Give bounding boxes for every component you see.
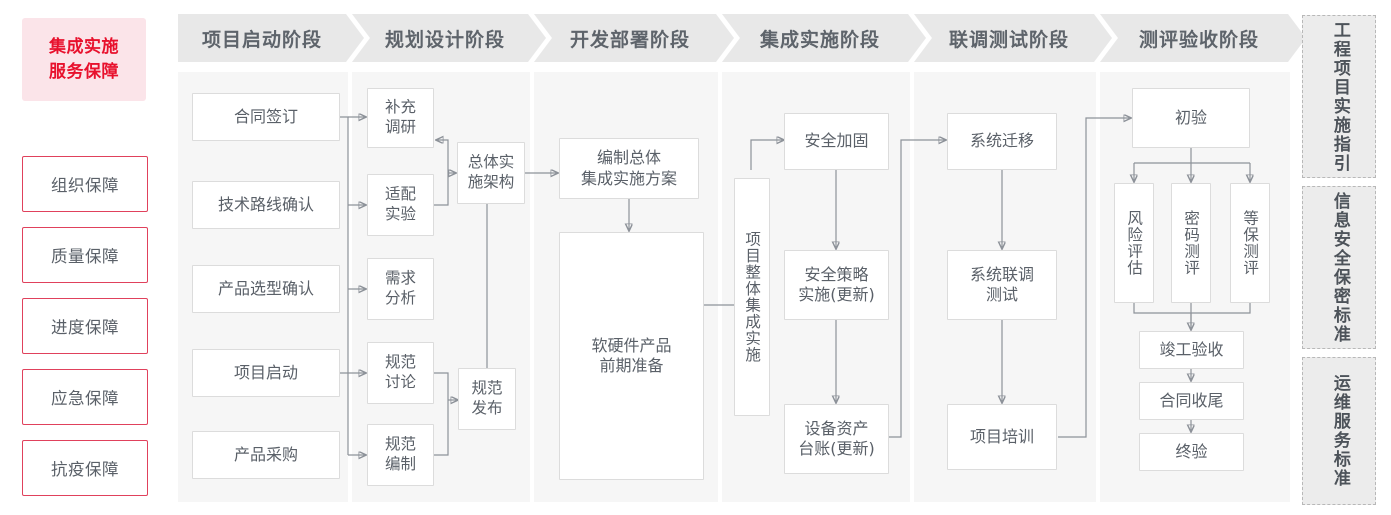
node-label: 终验 [1175,441,1208,461]
node-standard-release[interactable]: 规范 发布 [458,368,516,430]
node-label-line1: 补充 [384,98,416,117]
sidebar-item-label: 抗疫保障 [51,460,119,479]
sidebar-item-epidemic[interactable]: 抗疫保障 [22,440,148,496]
node-label-line2: 实验 [384,205,416,223]
node-product-selection-confirm[interactable]: 产品选型确认 [192,265,340,313]
node-label-line1: 规范 [471,379,503,398]
standard-information-security-confidentiality[interactable]: 信息安全保密标准 [1302,186,1376,349]
node-label-line1: 总体实 [467,153,515,172]
node-security-policy-implementation[interactable]: 安全策略 实施(更新) [784,250,889,320]
sidebar-item-organization[interactable]: 组织保障 [22,156,148,212]
node-system-migration[interactable]: 系统迁移 [947,113,1057,170]
node-label: 等保测评 [1241,210,1260,276]
standard-label: 运维服务标准 [1329,374,1350,488]
phase-header-1[interactable]: 项目启动阶段 [178,14,364,62]
node-label-line2: 前期准备 [599,356,664,375]
node-label: 产品选型确认 [217,278,314,298]
phase-header-5[interactable]: 联调测试阶段 [914,14,1112,62]
node-label: 系统迁移 [969,131,1034,151]
node-label-line1: 系统联调 [969,264,1034,284]
node-label-line2: 集成实施方案 [580,168,677,188]
standard-engineering-project-implementation-guide[interactable]: 工程项目实施指引 [1302,15,1376,178]
node-system-joint-debugging-test[interactable]: 系统联调 测试 [947,250,1057,320]
node-overall-project-integration[interactable]: 项目整体集成实施 [734,178,770,416]
node-label-line1: 编制总体 [596,148,661,168]
node-completion-acceptance[interactable]: 竣工验收 [1139,331,1244,369]
node-label-line2: 发布 [471,399,503,417]
sidebar-title-line1: 集成实施 [49,36,119,57]
phase-label: 项目启动阶段 [201,28,322,51]
phase-header-4[interactable]: 集成实施阶段 [722,14,926,62]
node-label: 风险评估 [1125,210,1144,276]
sidebar-item-label: 组织保障 [51,176,119,195]
node-label-line1: 需求 [384,269,416,288]
phase-label: 集成实施阶段 [759,28,880,51]
phase-header-6[interactable]: 测评验收阶段 [1100,14,1306,62]
node-supplementary-research[interactable]: 补充 调研 [367,88,434,148]
node-preliminary-acceptance[interactable]: 初验 [1132,88,1250,148]
node-classified-protection-evaluation[interactable]: 等保测评 [1230,183,1270,303]
node-label: 项目启动 [233,362,298,382]
node-equipment-asset-ledger[interactable]: 设备资产 台账(更新) [784,404,889,474]
node-product-procurement[interactable]: 产品采购 [192,431,340,479]
sidebar-item-label: 应急保障 [51,389,119,408]
node-label: 合同签订 [233,106,298,126]
sidebar-item-emergency[interactable]: 应急保障 [22,369,148,425]
node-tech-route-confirm[interactable]: 技术路线确认 [192,181,340,229]
node-label-line1: 软硬件产品 [591,335,672,355]
sidebar-item-schedule[interactable]: 进度保障 [22,298,148,354]
node-label-line1: 规范 [384,435,416,454]
node-project-kickoff[interactable]: 项目启动 [192,349,340,397]
node-label-line2: 分析 [384,289,416,307]
node-label-line2: 调研 [384,118,416,136]
sidebar-item-label: 质量保障 [51,247,119,266]
standard-label: 信息安全保密标准 [1329,191,1350,344]
node-requirements-analysis[interactable]: 需求 分析 [367,258,434,320]
node-label: 产品采购 [233,444,298,464]
node-label: 技术路线确认 [217,194,314,214]
node-contract-signing[interactable]: 合同签订 [192,93,340,141]
node-label-line1: 设备资产 [804,418,869,438]
node-risk-assessment[interactable]: 风险评估 [1114,183,1154,303]
node-standard-discussion[interactable]: 规范 讨论 [367,342,434,404]
node-label-line2: 测试 [985,285,1018,304]
phase-label: 联调测试阶段 [948,28,1069,51]
phase-header-2[interactable]: 规划设计阶段 [352,14,546,62]
node-adaptation-experiment[interactable]: 适配 实验 [367,174,434,236]
node-label-line2: 编制 [384,455,416,473]
node-label: 项目整体集成实施 [743,231,762,363]
node-label: 安全加固 [804,131,869,151]
standard-operations-service[interactable]: 运维服务标准 [1302,357,1376,505]
node-standard-drafting[interactable]: 规范 编制 [367,424,434,486]
node-label-line1: 规范 [384,353,416,372]
node-label-line1: 安全策略 [804,264,869,284]
node-label-line2: 实施(更新) [798,285,875,304]
node-security-hardening[interactable]: 安全加固 [784,113,889,170]
node-label: 竣工验收 [1159,339,1224,359]
node-cryptography-evaluation[interactable]: 密码测评 [1171,183,1211,303]
node-label: 密码测评 [1182,210,1201,276]
phase-label: 测评验收阶段 [1138,28,1259,51]
sidebar-title-line2: 服务保障 [49,61,119,82]
node-label: 合同收尾 [1159,390,1224,410]
node-contract-closeout[interactable]: 合同收尾 [1139,382,1244,420]
phase-label: 开发部署阶段 [569,28,690,51]
phase-label: 规划设计阶段 [384,28,505,51]
standard-label: 工程项目实施指引 [1329,20,1350,173]
node-label-line2: 讨论 [384,373,416,391]
node-overall-implementation-architecture[interactable]: 总体实 施架构 [457,142,525,204]
node-project-training[interactable]: 项目培训 [947,404,1057,470]
node-hw-sw-preparation[interactable]: 软硬件产品 前期准备 [559,232,704,480]
node-label-line2: 施架构 [467,173,515,191]
node-label-line1: 适配 [384,185,416,204]
sidebar-item-quality[interactable]: 质量保障 [22,227,148,283]
phase-header-3[interactable]: 开发部署阶段 [534,14,734,62]
node-label: 项目培训 [969,426,1034,446]
node-overall-integration-plan[interactable]: 编制总体 集成实施方案 [559,138,699,199]
node-label-line2: 台账(更新) [798,439,875,458]
sidebar-title-card: 集成实施 服务保障 [22,18,146,101]
node-final-acceptance[interactable]: 终验 [1139,433,1244,471]
node-label: 初验 [1174,107,1207,127]
sidebar-item-label: 进度保障 [51,318,119,337]
